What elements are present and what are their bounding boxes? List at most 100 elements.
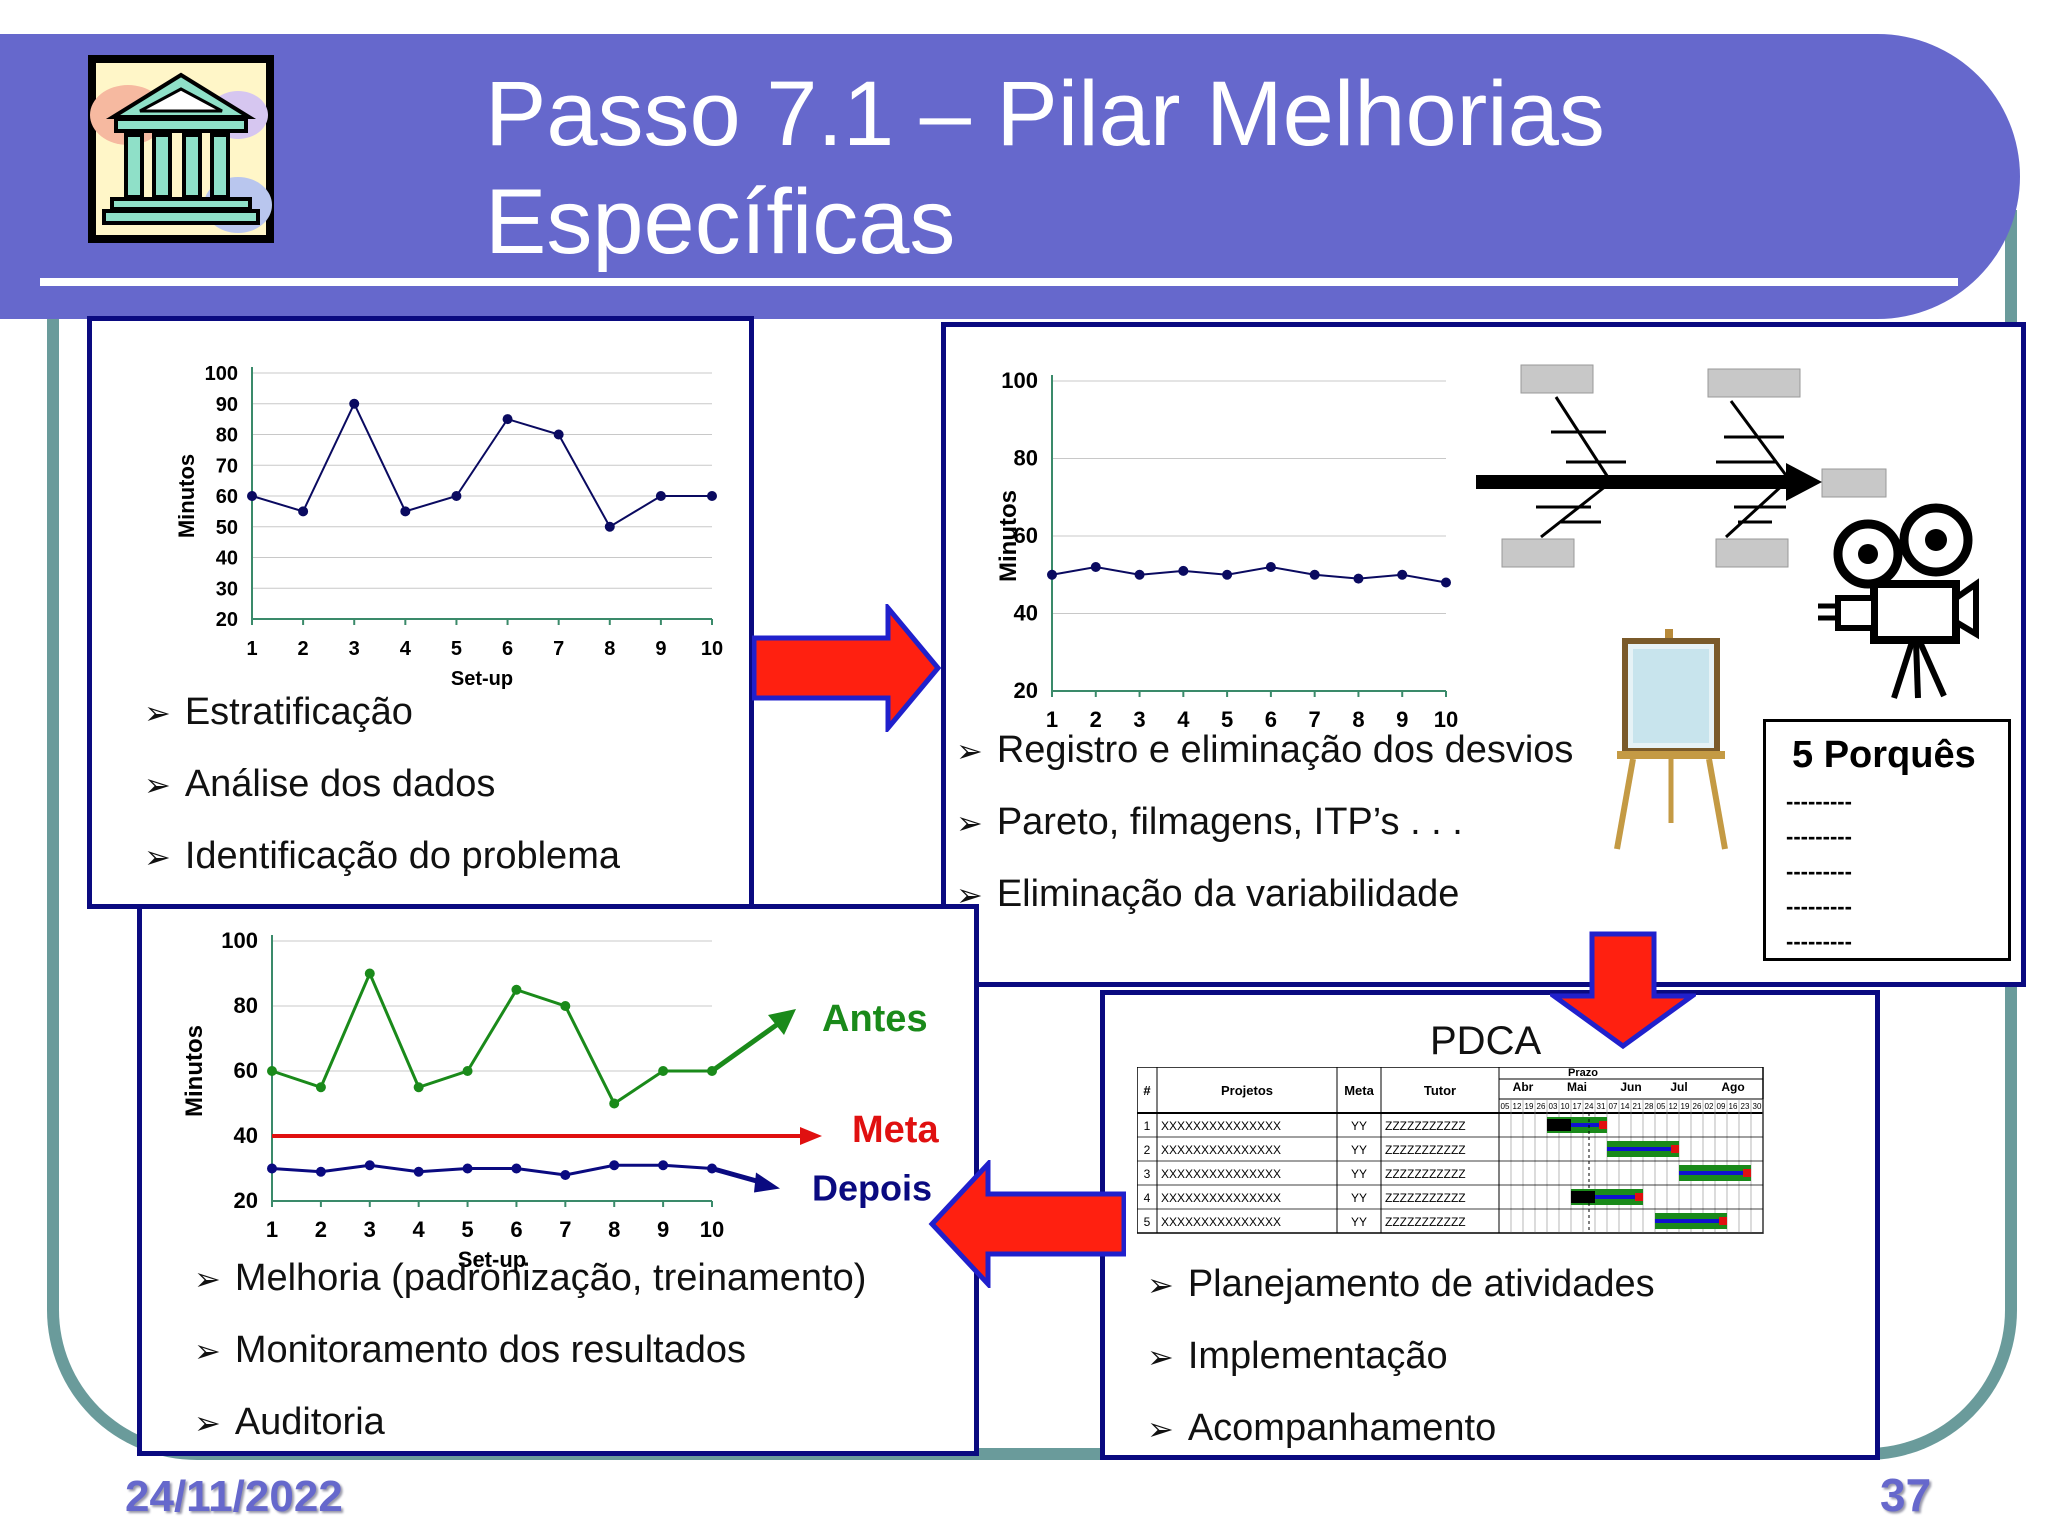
slide-title: Passo 7.1 – Pilar Melhorias Específicas <box>485 63 1605 273</box>
x-tick-label: 9 <box>655 638 666 660</box>
data-point <box>298 506 309 517</box>
data-point <box>247 491 257 501</box>
bullet-item: ➢Estratificação <box>144 691 413 733</box>
data-point <box>1134 569 1145 580</box>
arrow-bullet-icon: ➢ <box>956 805 983 841</box>
y-tick-label: 20 <box>234 1188 258 1213</box>
gantt-bar-marker <box>1743 1169 1751 1177</box>
legend-arrowhead-depois <box>754 1172 780 1193</box>
y-tick-label: 90 <box>216 394 238 416</box>
x-tick-label: 7 <box>553 638 564 660</box>
page-number: 37 <box>1880 1469 1932 1521</box>
x-tick-label: 10 <box>1434 707 1458 732</box>
data-point <box>553 429 564 440</box>
gantt-bar-marker <box>1635 1193 1643 1201</box>
gantt-cell-tutor: ZZZZZZZZZZZ <box>1385 1119 1466 1133</box>
gantt-cell-num: 1 <box>1144 1119 1151 1133</box>
bullet-item: ➢Análise dos dados <box>144 763 496 805</box>
pdca-title: PDCA <box>1430 1019 1542 1063</box>
gantt-day: 03 <box>1549 1102 1558 1111</box>
data-point <box>560 1170 571 1180</box>
gantt-bar-marker <box>1599 1121 1607 1129</box>
gantt-cell-tutor: ZZZZZZZZZZZ <box>1385 1191 1466 1205</box>
gantt-cell-projeto: XXXXXXXXXXXXXXX <box>1161 1215 1281 1229</box>
data-point <box>502 414 513 425</box>
y-tick-label: 80 <box>216 425 238 447</box>
gantt-cell-num: 3 <box>1144 1167 1151 1181</box>
arrow-bullet-icon: ➢ <box>1147 1267 1174 1303</box>
data-point <box>658 1066 669 1076</box>
x-tick-label: 9 <box>657 1217 669 1242</box>
x-tick-label: 5 <box>1221 707 1233 732</box>
gantt-cell-projeto: XXXXXXXXXXXXXXX <box>1161 1167 1281 1181</box>
gantt-day: 26 <box>1537 1102 1546 1111</box>
gantt-day: 10 <box>1561 1102 1570 1111</box>
data-point <box>451 491 462 501</box>
data-point <box>1441 577 1451 588</box>
arrow-bullet-icon: ➢ <box>194 1261 221 1297</box>
title-underline <box>40 278 1958 286</box>
temple-icon <box>88 55 274 243</box>
series-line-main <box>1051 565 1447 584</box>
gantt-day: 12 <box>1513 1102 1522 1111</box>
gantt-month: Jul <box>1670 1080 1687 1094</box>
bullet-item: ➢Acompanhamento <box>1147 1407 1497 1449</box>
title-banner <box>0 34 2020 319</box>
x-tick-label: 1 <box>266 1217 278 1242</box>
y-tick-label: 40 <box>1014 601 1038 626</box>
bullet-item: ➢Pareto, filmagens, ITP’s . . . <box>956 801 1463 843</box>
gantt-bar-progress <box>1571 1195 1643 1199</box>
arrow-bullet-icon: ➢ <box>956 733 983 769</box>
data-point <box>400 506 411 517</box>
gantt-bar-marker <box>1671 1145 1679 1153</box>
x-axis-label: Set-up <box>1215 737 1283 741</box>
gantt-day: 12 <box>1669 1102 1678 1111</box>
arrow-bullet-icon: ➢ <box>144 839 171 875</box>
gantt-bar-start <box>1571 1191 1595 1203</box>
x-tick-label: 4 <box>1177 707 1190 732</box>
data-point <box>413 1166 424 1177</box>
arrow-down-icon <box>1550 931 1696 1050</box>
gantt-day: 21 <box>1633 1102 1642 1111</box>
data-point <box>511 1163 522 1174</box>
data-point <box>707 491 717 501</box>
y-tick-label: 100 <box>221 928 258 953</box>
gantt-day: 19 <box>1525 1102 1534 1111</box>
legend-arrowhead-antes <box>768 1009 796 1035</box>
gantt-day: 09 <box>1717 1102 1726 1111</box>
arrow-bullet-icon: ➢ <box>1147 1339 1174 1375</box>
gantt-cell-num: 5 <box>1144 1215 1151 1229</box>
bullet-item: ➢Melhoria (padronização, treinamento) <box>194 1257 867 1299</box>
gantt-day: 05 <box>1657 1102 1666 1111</box>
x-tick-label: 4 <box>400 638 412 660</box>
y-tick-label: 50 <box>216 517 238 539</box>
bullet-item: ➢Registro e eliminação dos desvios <box>956 729 1574 771</box>
gantt-cell-projeto: XXXXXXXXXXXXXXX <box>1161 1119 1281 1133</box>
data-point <box>604 521 615 532</box>
data-point <box>267 1163 277 1174</box>
gantt-bar-progress <box>1607 1147 1679 1151</box>
y-axis-label: Minutos <box>181 1025 208 1117</box>
legend-arrow-depois <box>711 1166 763 1185</box>
arrow-bullet-icon: ➢ <box>144 767 171 803</box>
y-tick-label: 70 <box>216 455 238 477</box>
y-tick-label: 60 <box>1014 523 1038 548</box>
data-point <box>1309 569 1320 580</box>
y-tick-label: 40 <box>234 1123 258 1148</box>
gantt-header-tutor: Tutor <box>1424 1083 1456 1098</box>
data-point <box>1353 573 1364 584</box>
gantt-day: 26 <box>1693 1102 1702 1111</box>
five-whys-lines: --------- --------- --------- --------- … <box>1786 789 1852 954</box>
data-point <box>315 1166 326 1177</box>
bullet-item: ➢Planejamento de atividades <box>1147 1263 1655 1305</box>
gantt-cell-tutor: ZZZZZZZZZZZ <box>1385 1167 1466 1181</box>
data-point <box>511 984 522 995</box>
data-point <box>1222 569 1233 580</box>
gantt-cell-meta: YY <box>1351 1143 1367 1157</box>
gantt-month: Ago <box>1721 1080 1744 1094</box>
